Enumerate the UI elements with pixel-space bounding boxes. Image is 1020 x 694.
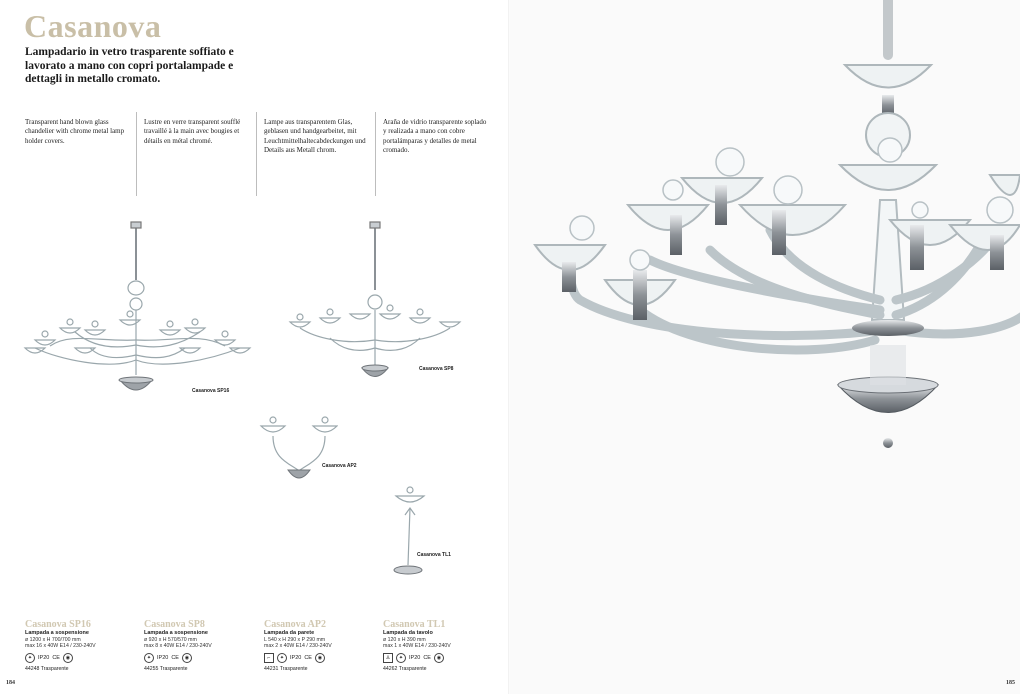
- ip-rating: IP20: [409, 654, 421, 661]
- spec-block: Casanova SP8 Lampada a sospensione ø 920…: [144, 619, 256, 672]
- ce-mark: CE: [171, 654, 179, 661]
- label-ap2: Casanova AP2: [322, 463, 357, 469]
- wall-mount-icon: ⌐: [264, 652, 274, 663]
- spec-type: Lampada da parete: [264, 630, 315, 636]
- spec-dimensions: ø 1200 x H 700/700 mm: [25, 637, 81, 643]
- column-divider: [375, 112, 376, 196]
- column-divider: [256, 112, 257, 196]
- chandelier-sp8-image: [288, 221, 462, 377]
- bulb-icon: ✦: [396, 652, 406, 663]
- bulb-icon: ✦: [25, 652, 35, 663]
- table-lamp-tl1-image: [393, 486, 426, 575]
- spec-code: 44255 Trasparente: [144, 665, 188, 672]
- lead-paragraph: Lampadario in vetro trasparente soffiato…: [25, 46, 234, 85]
- spec-type: Lampada a sospensione: [144, 630, 208, 636]
- ce-mark: CE: [423, 654, 431, 661]
- left-page: Casanova Lampadario in vetro trasparente…: [6, 8, 495, 686]
- page-number-left: 184: [6, 680, 15, 686]
- chandelier-large-photo: [533, 0, 1020, 448]
- label-sp16: Casanova SP16: [192, 388, 230, 394]
- label-sp8: Casanova SP8: [419, 366, 454, 372]
- chandelier-sp16-image: [23, 221, 252, 391]
- spec-type: Lampada da tavolo: [383, 630, 433, 636]
- ce-mark: CE: [304, 654, 312, 661]
- description-es: Araña de vidrio transparente soplado y r…: [383, 118, 487, 155]
- spec-dimensions: L 540 x H 290 x P 290 mm: [264, 637, 326, 643]
- description-en: Transparent hand blown glass chandelier …: [25, 118, 125, 145]
- lamp-type-icon: ◉: [62, 652, 73, 663]
- bulb-icon: ✦: [144, 652, 154, 663]
- table-lamp-icon: ♙: [383, 652, 393, 663]
- ip-rating: IP20: [290, 654, 302, 661]
- lamp-type-icon: ◉: [433, 652, 444, 663]
- spec-power: max 2 x 40W E14 / 230-240V: [264, 643, 332, 650]
- lamp-type-icon: ◉: [181, 652, 192, 663]
- description-de: Lampe aus transparentem Glas, geblasen u…: [264, 118, 366, 155]
- spec-power: max 16 x 40W E14 / 230-240V: [25, 643, 96, 650]
- spec-dimensions: ø 920 x H 570/570 mm: [144, 637, 197, 643]
- spec-power: max 1 x 40W E14 / 230-240V: [383, 643, 451, 650]
- ip-rating: IP20: [38, 654, 50, 661]
- spec-block: Casanova SP16 Lampada a sospensione ø 12…: [25, 619, 137, 672]
- wall-lamp-ap2-image: [259, 416, 338, 479]
- spec-code: 44248 Trasparente: [25, 665, 69, 672]
- spec-power: max 8 x 40W E14 / 230-240V: [144, 643, 212, 650]
- spec-type: Lampada a sospensione: [25, 630, 89, 636]
- spec-name: Casanova SP16: [25, 619, 91, 630]
- spec-code: 44231 Trasparente: [264, 665, 308, 672]
- spec-name: Casanova TL1: [383, 619, 446, 630]
- description-fr: Lustre en verre transparent soufflé trav…: [144, 118, 241, 145]
- spec-name: Casanova SP8: [144, 619, 205, 630]
- right-page: 185: [510, 0, 1020, 694]
- spec-code: 44262 Trasparente: [383, 665, 427, 672]
- ip-rating: IP20: [157, 654, 169, 661]
- spec-name: Casanova AP2: [264, 619, 326, 630]
- spec-block: Casanova AP2 Lampada da parete L 540 x H…: [264, 619, 376, 672]
- column-divider: [136, 112, 137, 196]
- page-number-right: 185: [1006, 680, 1015, 686]
- label-tl1: Casanova TL1: [417, 552, 451, 558]
- lamp-type-icon: ◉: [314, 652, 325, 663]
- spec-dimensions: ø 120 x H 390 mm: [383, 637, 426, 643]
- spec-block: Casanova TL1 Lampada da tavolo ø 120 x H…: [383, 619, 495, 672]
- ce-mark: CE: [52, 654, 60, 661]
- bulb-icon: ✦: [277, 652, 287, 663]
- page-title: Casanova: [24, 8, 162, 44]
